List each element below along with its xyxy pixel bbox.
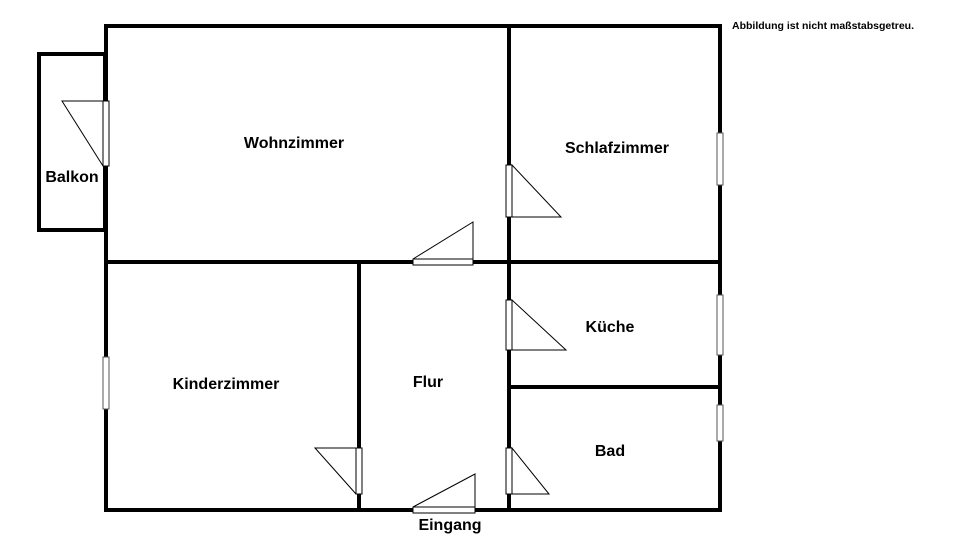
door-kueche — [505, 298, 568, 351]
scale-note: Abbildung ist nicht maßstabsgetreu. — [732, 20, 914, 32]
door-schlafzimmer — [505, 163, 563, 218]
door-bad — [505, 446, 551, 495]
door-balkon — [61, 100, 110, 167]
window-kinderzimmer — [102, 356, 110, 410]
room-label-wohnzimmer: Wohnzimmer — [244, 135, 344, 152]
room-label-kueche: Küche — [586, 319, 635, 336]
window-bad — [716, 404, 724, 442]
door-wohnzimmer — [412, 221, 474, 266]
door-eingang — [412, 473, 476, 514]
window-kueche — [716, 294, 724, 356]
room-label-bad: Bad — [595, 443, 625, 460]
room-label-flur: Flur — [413, 374, 443, 391]
room-label-schlafzimmer: Schlafzimmer — [565, 140, 669, 157]
entrance-label: Eingang — [418, 517, 481, 534]
room-label-balkon: Balkon — [45, 169, 98, 186]
outer-walls — [104, 24, 722, 512]
door-kinderzimmer — [313, 447, 363, 495]
window-schlafzimmer — [716, 132, 724, 186]
room-label-kinderzimmer: Kinderzimmer — [173, 376, 280, 393]
